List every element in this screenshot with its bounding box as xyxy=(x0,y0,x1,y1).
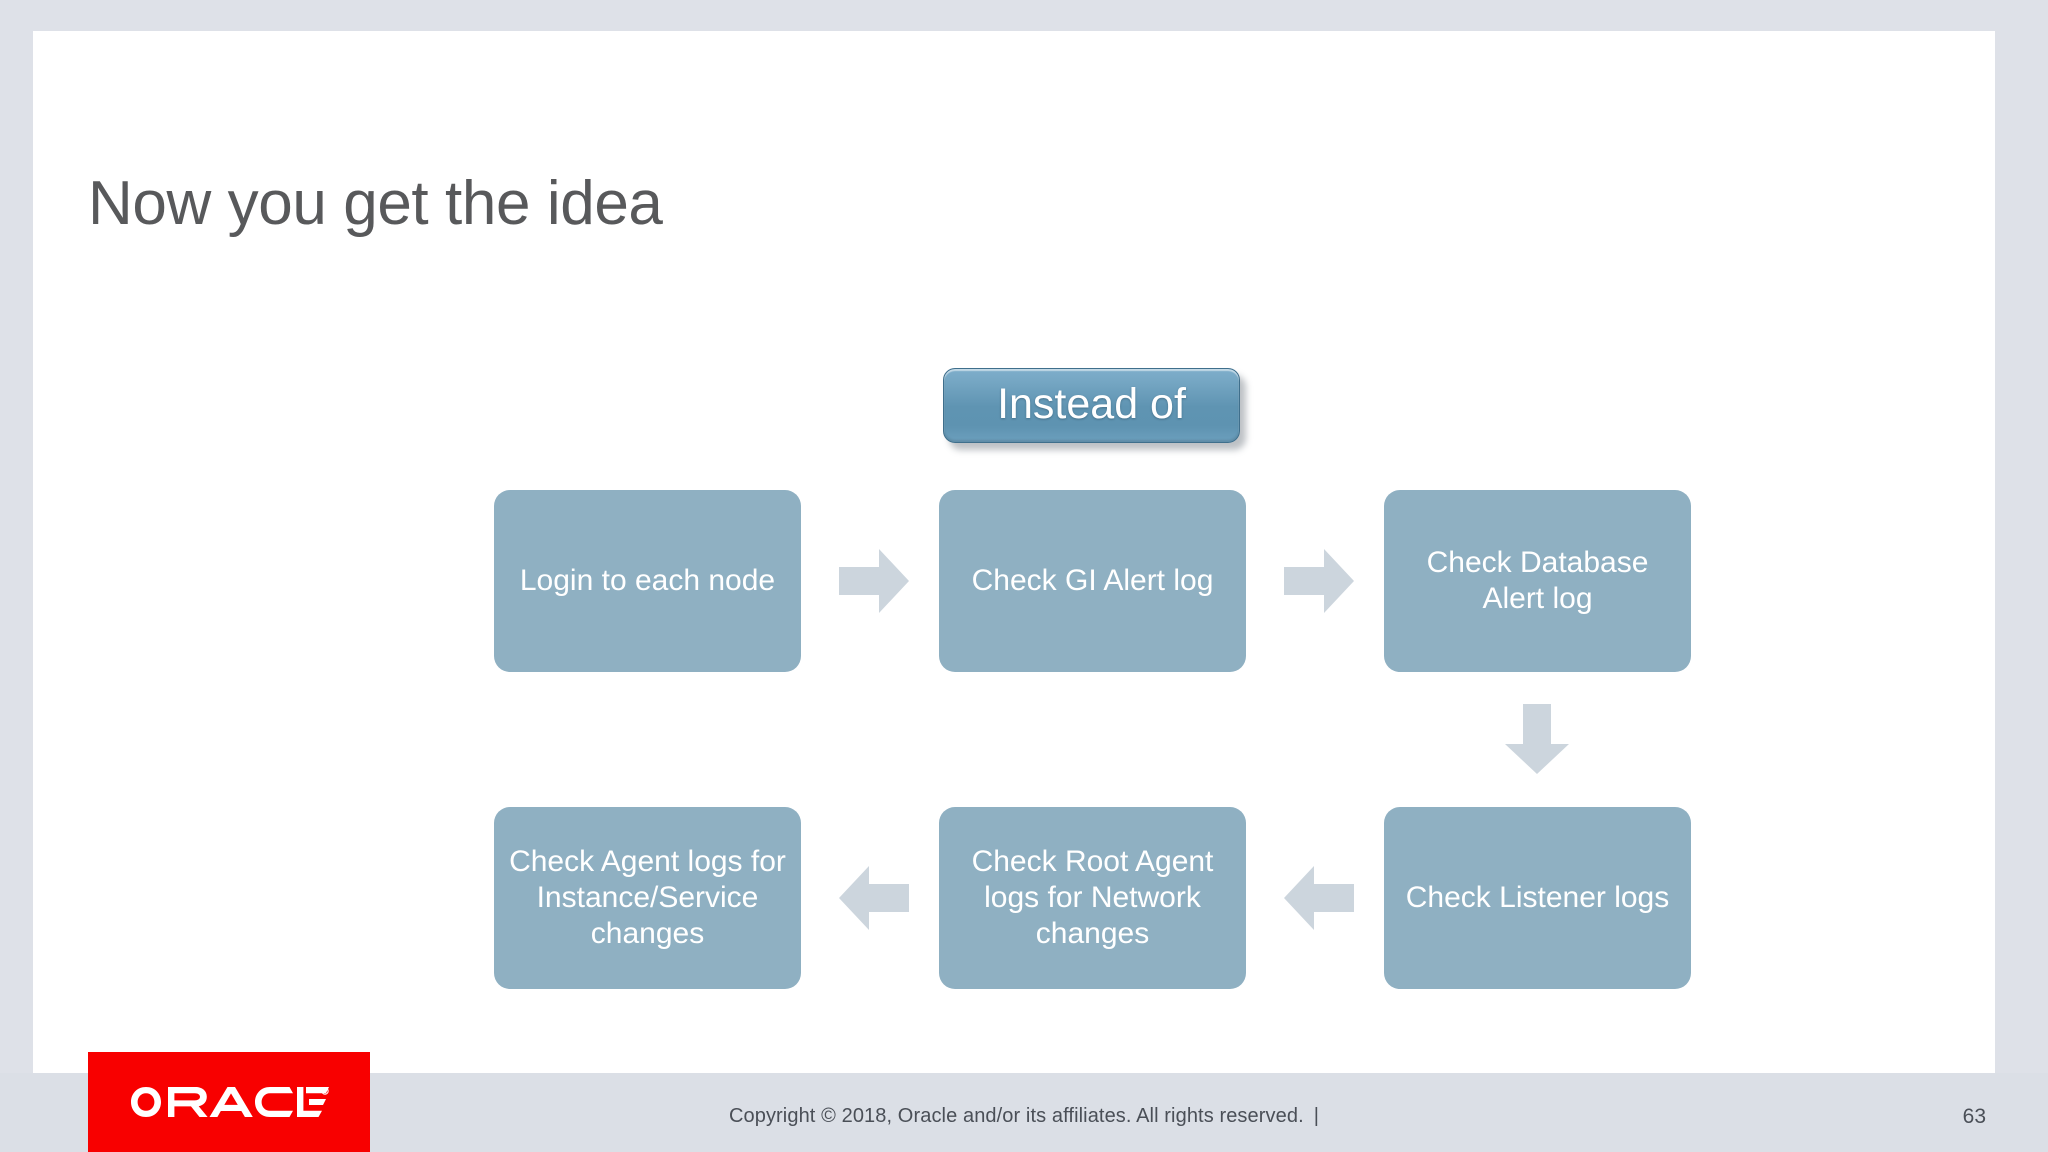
instead-of-callout[interactable]: Instead of xyxy=(943,368,1240,443)
flow-node-gi-alert-log[interactable]: Check GI Alert log xyxy=(939,490,1246,672)
oracle-logo xyxy=(88,1052,370,1152)
flow-node-label: Check Agent logs for Instance/Service ch… xyxy=(509,845,786,950)
arrow-left-icon xyxy=(1284,866,1354,930)
footer-separator: | xyxy=(1313,1105,1320,1127)
flow-node-label: Check Listener logs xyxy=(1405,881,1670,914)
arrow-down-icon xyxy=(1505,704,1569,774)
flow-node-label: Check GI Alert log xyxy=(971,564,1214,597)
flow-node-label: Login to each node xyxy=(519,564,776,597)
copyright-text: Copyright © 2018, Oracle and/or its affi… xyxy=(728,1105,1304,1127)
arrow-left-icon xyxy=(839,866,909,930)
flow-node-root-agent-logs[interactable]: Check Root Agent logs for Network change… xyxy=(939,807,1246,989)
oracle-wordmark-icon xyxy=(131,1087,329,1117)
flow-node-login-node[interactable]: Login to each node xyxy=(494,490,801,672)
footer-copyright: Copyright © 2018, Oracle and/or its affi… xyxy=(0,1105,2048,1128)
instead-of-label: Instead of xyxy=(997,379,1186,428)
flow-node-database-alert-log[interactable]: Check Database Alert log xyxy=(1384,490,1691,672)
slide-surface: Now you get the idea Instead of Login to… xyxy=(33,31,1995,1073)
flow-node-label: Check Database Alert log xyxy=(1426,546,1649,615)
page-title: Now you get the idea xyxy=(88,168,663,238)
flow-node-listener-logs[interactable]: Check Listener logs xyxy=(1384,807,1691,989)
arrow-right-icon xyxy=(1284,549,1354,613)
flow-diagram: Instead of Login to each node Check GI A… xyxy=(33,31,1995,1073)
arrow-right-icon xyxy=(839,549,909,613)
flow-node-label: Check Root Agent logs for Network change… xyxy=(971,845,1214,950)
flow-node-agent-logs[interactable]: Check Agent logs for Instance/Service ch… xyxy=(494,807,801,989)
page-number: 63 xyxy=(1962,1105,1986,1128)
